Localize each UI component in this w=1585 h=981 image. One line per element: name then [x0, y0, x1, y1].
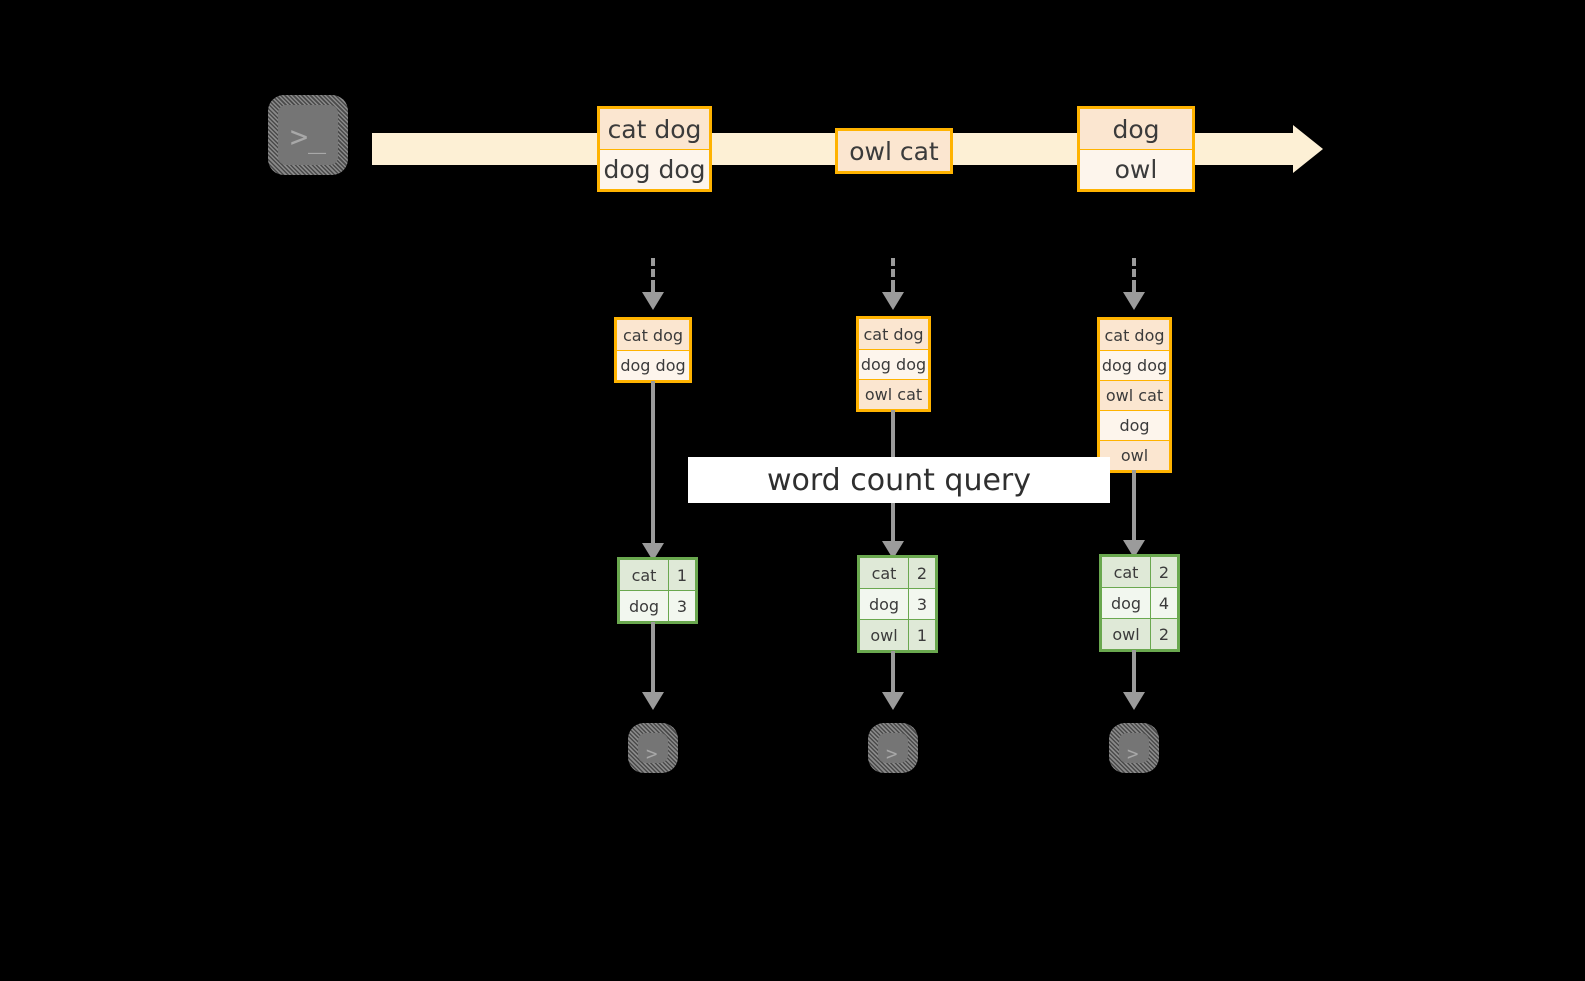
snapshot-1-input-buffer: cat dog dog dog	[614, 317, 692, 383]
snapshot-1-sink-terminal-icon: >_	[628, 723, 678, 773]
snapshot-1-query-connector	[651, 381, 655, 556]
snapshot-1-sink-arrowhead	[642, 692, 664, 710]
buffer-line: owl	[1100, 440, 1169, 470]
table-row: dog 3	[860, 588, 935, 619]
buffer-line: owl cat	[859, 379, 928, 409]
stream-record-1: cat dog dog dog	[597, 106, 712, 192]
snapshot-2-input-buffer: cat dog dog dog owl cat	[856, 316, 931, 412]
table-row: dog 3	[620, 590, 695, 621]
buffer-line: owl cat	[1100, 380, 1169, 410]
terminal-screen: >_	[1119, 733, 1149, 763]
snapshot-2-sink-arrowhead	[882, 692, 904, 710]
result-count: 1	[908, 620, 935, 650]
result-word: dog	[620, 591, 668, 621]
record-line: cat dog	[600, 109, 709, 149]
snapshot-1-sink-connector	[651, 622, 655, 699]
snapshot-2-sink-connector	[891, 651, 895, 699]
record-line: dog	[1080, 109, 1192, 149]
record-line: dog dog	[600, 149, 709, 189]
query-label: word count query	[688, 457, 1110, 503]
snapshot-1-result-table: cat 1 dog 3	[617, 557, 698, 624]
terminal-screen: >_	[878, 733, 908, 763]
result-word: cat	[860, 558, 908, 588]
table-row: owl 2	[1102, 618, 1177, 649]
snapshot-3-query-arrowhead	[1123, 540, 1145, 558]
snapshot-3-input-buffer: cat dog dog dog owl cat dog owl	[1097, 317, 1172, 473]
terminal-prompt-glyph: >_	[290, 120, 327, 155]
snapshot-2-query-arrowhead	[882, 541, 904, 559]
snapshot-3-sink-arrowhead	[1123, 692, 1145, 710]
snapshot-2-result-table: cat 2 dog 3 owl 1	[857, 555, 938, 653]
result-word: cat	[1102, 557, 1150, 587]
result-count: 2	[1150, 619, 1177, 649]
result-count: 2	[1150, 557, 1177, 587]
buffer-line: cat dog	[617, 320, 689, 350]
snapshot-2-connector-arrowhead	[882, 292, 904, 310]
result-word: owl	[860, 620, 908, 650]
snapshot-3-sink-connector	[1132, 650, 1136, 699]
result-word: owl	[1102, 619, 1150, 649]
stream-record-2: owl cat	[835, 128, 953, 174]
buffer-line: dog dog	[1100, 350, 1169, 380]
terminal-prompt-glyph: >_	[646, 743, 668, 764]
buffer-line: dog dog	[617, 350, 689, 380]
snapshot-2-sink-terminal-icon: >_	[868, 723, 918, 773]
table-row: owl 1	[860, 619, 935, 650]
stream-source-terminal-icon: >_	[268, 95, 348, 175]
buffer-line: cat dog	[859, 319, 928, 349]
stream-record-3: dog owl	[1077, 106, 1195, 192]
snapshot-2-connector-stem	[891, 286, 895, 296]
terminal-prompt-glyph: >_	[1127, 743, 1149, 764]
table-row: dog 4	[1102, 587, 1177, 618]
terminal-screen: >_	[638, 733, 668, 763]
record-line: owl cat	[838, 131, 950, 171]
snapshot-1-connector-arrowhead	[642, 292, 664, 310]
snapshot-3-dashed-connector	[1132, 258, 1136, 288]
snapshot-1-connector-stem	[651, 286, 655, 296]
table-row: cat 2	[1102, 557, 1177, 587]
result-word: cat	[620, 560, 668, 590]
snapshot-3-connector-arrowhead	[1123, 292, 1145, 310]
record-line: owl	[1080, 149, 1192, 189]
terminal-prompt-glyph: >_	[886, 743, 908, 764]
table-row: cat 1	[620, 560, 695, 590]
snapshot-3-connector-stem	[1132, 286, 1136, 296]
result-count: 3	[908, 589, 935, 619]
result-count: 1	[668, 560, 695, 590]
buffer-line: dog	[1100, 410, 1169, 440]
snapshot-1-dashed-connector	[651, 258, 655, 288]
result-count: 4	[1150, 588, 1177, 618]
result-count: 2	[908, 558, 935, 588]
snapshot-3-sink-terminal-icon: >_	[1109, 723, 1159, 773]
result-count: 3	[668, 591, 695, 621]
table-row: cat 2	[860, 558, 935, 588]
buffer-line: dog dog	[859, 349, 928, 379]
snapshot-3-result-table: cat 2 dog 4 owl 2	[1099, 554, 1180, 652]
snapshot-1-query-arrowhead	[642, 543, 664, 561]
result-word: dog	[1102, 588, 1150, 618]
result-word: dog	[860, 589, 908, 619]
buffer-line: cat dog	[1100, 320, 1169, 350]
terminal-screen: >_	[278, 105, 338, 165]
snapshot-3-query-connector	[1132, 470, 1136, 555]
snapshot-2-dashed-connector	[891, 258, 895, 288]
stream-arrowhead	[1293, 125, 1323, 173]
